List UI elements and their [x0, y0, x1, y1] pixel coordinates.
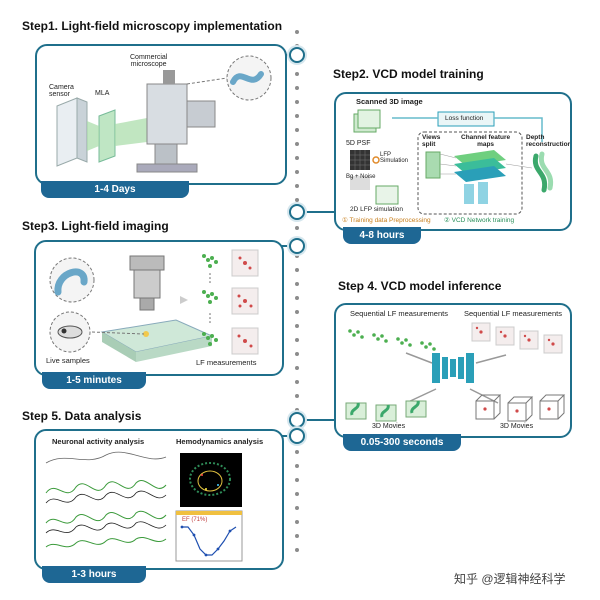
- watermark: 知乎 @逻辑神经科学: [454, 572, 566, 586]
- step3-illustration: [49, 249, 259, 362]
- step2-duration: 4-8 hours: [343, 227, 421, 244]
- lfp-sim-label: LFP Simulation: [380, 152, 409, 164]
- timeline-dot: [295, 170, 299, 174]
- timeline-node: [289, 47, 305, 63]
- step2-illustration: [350, 109, 554, 215]
- step4-duration: 0.05-300 seconds: [343, 434, 461, 451]
- step5-title: Step 5. Data analysis: [22, 409, 142, 423]
- timeline-dot: [295, 520, 299, 524]
- step2-title: Step2. VCD model training: [333, 67, 484, 81]
- step5-duration: 1-3 hours: [42, 566, 146, 583]
- step1-duration: 1-4 Days: [41, 181, 189, 198]
- movies-left-label: 3D Movies: [372, 423, 406, 430]
- timeline-connector: [283, 54, 291, 56]
- timeline-dot: [295, 86, 299, 90]
- timeline-dot: [295, 366, 299, 370]
- timeline-dot: [295, 44, 299, 48]
- timeline-dot: [295, 492, 299, 496]
- timeline-dot: [295, 408, 299, 412]
- timeline-dot: [295, 268, 299, 272]
- timeline-node: [289, 412, 305, 428]
- depth-recon-label: Depth reconstruction: [526, 134, 572, 148]
- timeline-node: [289, 428, 305, 444]
- timeline-dot: [295, 338, 299, 342]
- timeline-dot: [295, 30, 299, 34]
- lfp2d-label: 2D LFP simulation: [350, 206, 403, 213]
- step4-title: Step 4. VCD model inference: [338, 279, 502, 293]
- timeline-connector: [305, 419, 334, 421]
- neuronal-label: Neuronal activity analysis: [52, 437, 145, 446]
- step2-panel: Scanned 3D image 5D PSF LFP Simulation B…: [334, 92, 572, 231]
- step4-illustration: [345, 322, 566, 422]
- seq-lf-right-label: Sequential LF measurements: [464, 309, 562, 318]
- timeline-dot: [295, 142, 299, 146]
- timeline-dot: [295, 324, 299, 328]
- timeline-dot: [295, 72, 299, 76]
- step3-panel: Live samples LF measurements: [34, 240, 284, 376]
- psf-label: 5D PSF: [346, 140, 371, 147]
- timeline-dot: [295, 226, 299, 230]
- preprocessing-label: ① Training data Preprocessing: [342, 217, 431, 224]
- step3-duration: 1-5 minutes: [42, 372, 146, 389]
- live-samples-label: Live samples: [46, 356, 90, 365]
- timeline-dot: [295, 254, 299, 258]
- timeline-dot: [295, 478, 299, 482]
- ef-label: EF (71%): [182, 517, 208, 523]
- hemo-label: Hemodynamics analysis: [176, 437, 264, 446]
- mla-label: MLA: [95, 90, 110, 97]
- timeline-connector: [281, 435, 291, 437]
- camera-sensor-label: Camera sensor: [49, 84, 74, 98]
- timeline-dot: [295, 534, 299, 538]
- timeline-dot: [295, 352, 299, 356]
- timeline-dot: [295, 310, 299, 314]
- timeline-dot: [295, 128, 299, 132]
- timeline-dot: [295, 394, 299, 398]
- views-split-label: Views split: [422, 134, 441, 148]
- step5-panel: Neuronal activity analysis Hemodynamics …: [34, 429, 284, 570]
- channel-maps-label: Channel feature maps: [461, 134, 511, 148]
- timeline-connector: [305, 211, 334, 213]
- step3-title: Step3. Light-field imaging: [22, 219, 169, 233]
- timeline-dot: [295, 156, 299, 160]
- bg-noise-label: Bg + Noise: [346, 174, 376, 180]
- timeline-dot: [295, 296, 299, 300]
- movies-right-label: 3D Movies: [500, 423, 534, 430]
- timeline-dot: [295, 184, 299, 188]
- timeline-node: [289, 238, 305, 254]
- timeline-dot: [295, 380, 299, 384]
- network-training-label: ② VCD Network training: [444, 217, 515, 224]
- step5-illustration: [45, 451, 243, 562]
- timeline-dot: [295, 548, 299, 552]
- timeline-dot: [295, 506, 299, 510]
- step1-panel: Camera sensor MLA Commercial microscope: [35, 44, 287, 185]
- timeline-dot: [295, 282, 299, 286]
- step4-panel: Sequential LF measurements Sequential LF…: [334, 303, 572, 438]
- timeline-dot: [295, 450, 299, 454]
- timeline-dot: [295, 114, 299, 118]
- lf-measurements-label: LF measurements: [196, 358, 257, 367]
- timeline-node: [289, 204, 305, 220]
- step1-illustration: [56, 55, 272, 173]
- seq-lf-left-label: Sequential LF measurements: [350, 309, 448, 318]
- timeline-connector: [281, 245, 291, 247]
- timeline-dot: [295, 100, 299, 104]
- step1-title: Step1. Light-field microscopy implementa…: [22, 19, 283, 33]
- microscope-label: Commercial microscope: [130, 54, 168, 68]
- loss-function-label: Loss function: [445, 115, 484, 122]
- timeline-dot: [295, 198, 299, 202]
- timeline-dot: [295, 464, 299, 468]
- scanned-3d-label: Scanned 3D image: [356, 97, 423, 106]
